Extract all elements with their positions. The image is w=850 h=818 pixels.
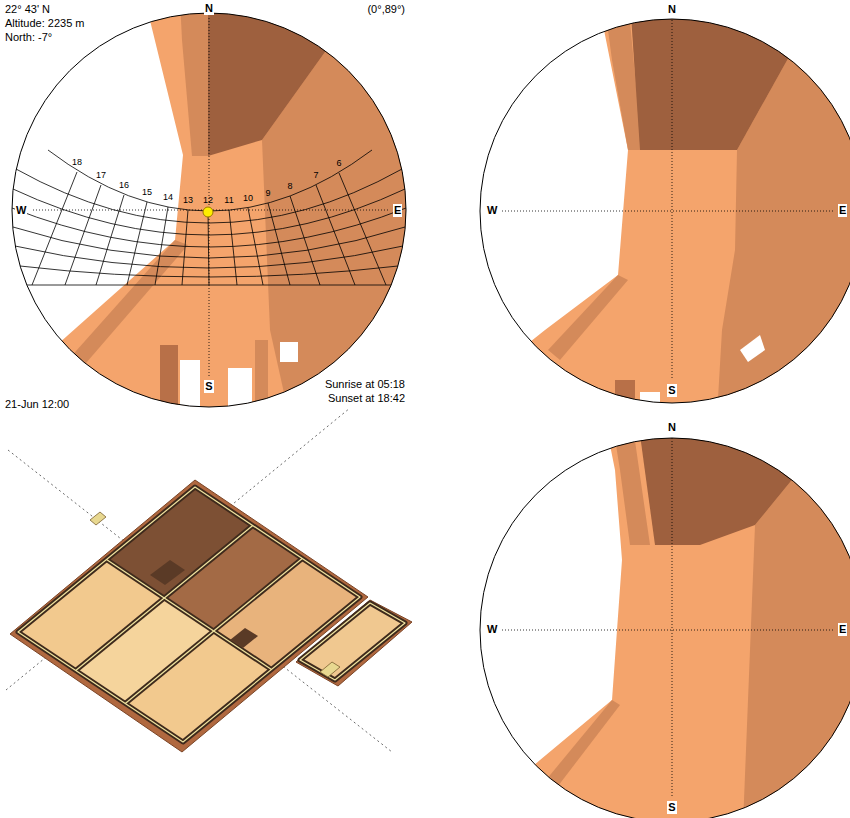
sunset-text: Sunset at 18:42 — [328, 392, 405, 405]
compass-label: E — [838, 623, 847, 636]
shading-mask-part — [30, 0, 420, 420]
axis-line — [33, 18, 390, 378]
axis-line — [502, 20, 835, 380]
shading-mask-part — [612, 420, 650, 545]
info-text: 22° 43' N — [5, 3, 50, 16]
shading-mask-part — [228, 368, 252, 420]
hour-label: 16 — [119, 180, 129, 190]
sun-path-grid-part — [268, 203, 290, 285]
shading-mask-part — [470, 0, 850, 450]
compass-label: N — [204, 2, 214, 15]
shading-mask-part — [615, 380, 635, 450]
shading-mask-part — [546, 700, 620, 790]
view-angle: (0°,89°) — [367, 3, 405, 16]
building-model-part — [150, 560, 185, 585]
compass-label: N — [667, 3, 677, 16]
shading-mask-part — [280, 342, 298, 362]
sky-dome — [12, 13, 406, 407]
building-model-part — [18, 487, 405, 742]
hour-label: 7 — [313, 170, 318, 180]
building-model-part — [320, 662, 340, 677]
sun-path-grid-part — [127, 202, 147, 285]
axis-line-part — [672, 20, 673, 380]
sun-path-grid-part — [290, 196, 320, 285]
compass-label: S — [667, 801, 676, 814]
building-model-part — [6, 408, 392, 752]
building-model-part-part — [8, 450, 392, 752]
info-text: North: -7° — [5, 31, 52, 44]
compass-label: W — [486, 623, 498, 636]
building-model-part — [90, 512, 106, 525]
building-model-part-part — [18, 487, 360, 742]
hour-label: 17 — [96, 170, 106, 180]
shading-mask-part — [548, 275, 628, 360]
shading-mask-part — [740, 335, 765, 362]
shading-mask — [470, 0, 850, 450]
sun-path-grid-part — [339, 173, 386, 285]
sunrise-text: Sunrise at 05:18 — [325, 378, 405, 391]
building-model — [6, 408, 412, 752]
building-model-part — [18, 487, 405, 742]
building-model-part-part — [300, 603, 405, 680]
hour-label: 10 — [243, 193, 253, 203]
building-model-part — [10, 480, 368, 752]
sun-path-grid-part — [96, 195, 124, 285]
shading-mask-part — [255, 340, 268, 420]
sun-path-grid-part — [65, 185, 101, 285]
shading-mask — [470, 420, 850, 818]
date-time: 21-Jun 12:00 — [5, 398, 69, 411]
shading-mask-part — [208, 0, 330, 156]
sun-path-grid-part — [12, 208, 406, 247]
shading-mask-part — [470, 420, 850, 818]
sun-path-grid-part — [32, 172, 77, 285]
building-model-part-part — [18, 487, 360, 742]
compass-label: E — [393, 204, 402, 217]
compass-label: W — [486, 204, 498, 217]
compass-label: N — [667, 421, 677, 434]
shading-mask-part — [638, 420, 800, 545]
info-text: Altitude: 2235 m — [5, 17, 85, 30]
axis-line-part — [502, 211, 835, 212]
compass-label: S — [204, 380, 213, 393]
shading-mask-part — [180, 360, 200, 420]
building-model-part-part — [107, 560, 272, 670]
sun-path-grid-part — [316, 185, 355, 285]
hour-label: 6 — [336, 158, 341, 168]
building-model-part — [300, 603, 405, 680]
compass-label: E — [838, 204, 847, 217]
hour-label: 13 — [183, 195, 193, 205]
hour-label: 11 — [224, 195, 233, 205]
sun-path-grid-part — [155, 207, 168, 285]
hour-label: 14 — [163, 192, 173, 202]
compass-label: W — [15, 204, 27, 217]
sun-path-grid-part — [48, 150, 372, 211]
sun-path-grid-part — [229, 210, 237, 285]
hour-label: 9 — [265, 188, 270, 198]
shading-mask-part — [180, 0, 208, 156]
sky-dome — [480, 19, 850, 403]
hour-label: 8 — [287, 181, 292, 191]
sun-path-grid-part — [182, 210, 188, 285]
sky-dome — [480, 438, 850, 818]
sun-marker — [203, 207, 213, 217]
hour-label: 15 — [142, 187, 152, 197]
building-model-part-part — [107, 560, 272, 670]
building-model-part — [230, 628, 258, 648]
compass-label: S — [667, 384, 676, 397]
hour-label: 18 — [72, 157, 82, 167]
shading-mask-part — [160, 345, 178, 420]
shading-mask — [30, 0, 420, 420]
sun-path-grid-part — [248, 208, 263, 285]
axis-line-part — [672, 438, 673, 798]
axis-line-part — [502, 630, 835, 631]
building-model-part-part — [300, 603, 405, 680]
axis-line — [502, 438, 835, 798]
hour-label: 12 — [203, 195, 213, 205]
